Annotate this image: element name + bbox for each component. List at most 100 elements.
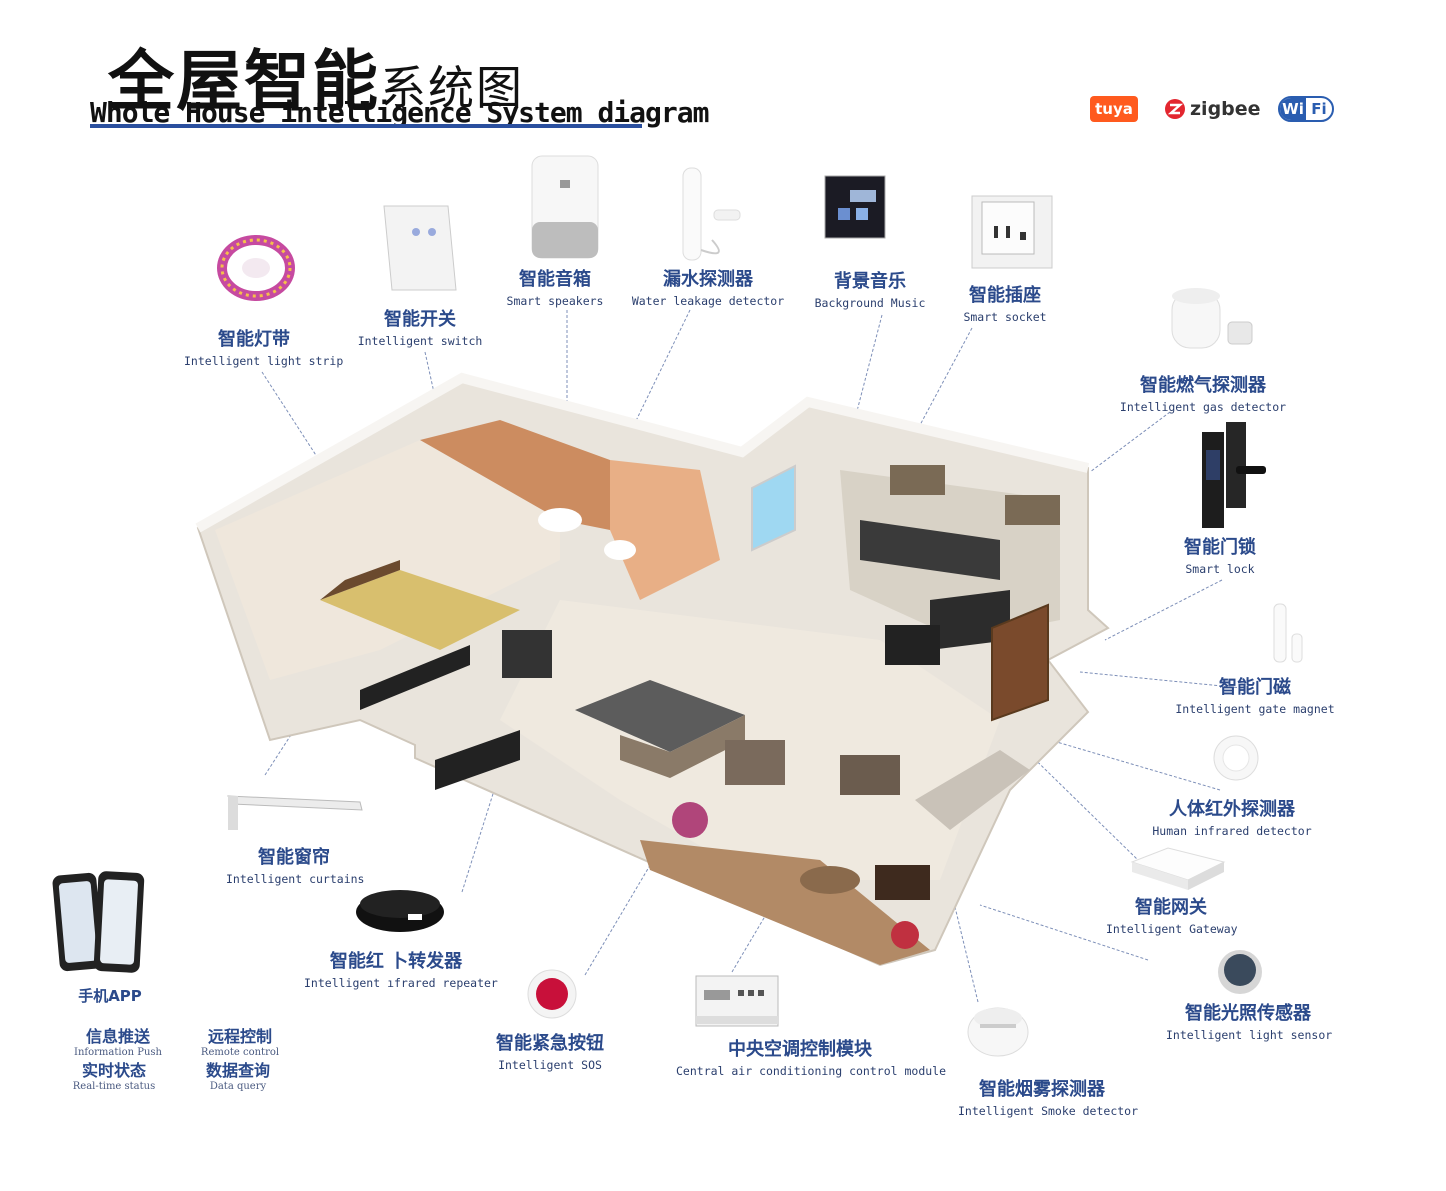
gateway-label-cn: 智能网关 bbox=[1135, 897, 1207, 918]
app-feature-remote-en: Remote control bbox=[200, 1047, 280, 1058]
pir-sensor-icon bbox=[1213, 735, 1259, 781]
door-sensor-icon bbox=[1273, 603, 1303, 663]
app-feature-status-cn: 实时状态 bbox=[81, 1061, 146, 1080]
leak-sensor-icon bbox=[682, 167, 741, 261]
gas-detector-icon bbox=[1171, 288, 1253, 349]
leader-line-gas bbox=[1089, 411, 1171, 473]
gateway-label-en: Intelligent Gateway bbox=[1106, 922, 1238, 936]
app-feature-push-cn: 信息推送 bbox=[85, 1027, 150, 1046]
leader-line-lock bbox=[1104, 579, 1223, 641]
smoke-label-en: Intelligent Smoke detector bbox=[958, 1104, 1139, 1118]
label-socket: 智能插座 Smart socket bbox=[950, 284, 1060, 326]
label-magnet: 智能门磁 Intelligent gate magnet bbox=[1170, 676, 1340, 718]
wifi-logo-text-a: Wi bbox=[1280, 98, 1306, 120]
ir-label-cn: 智能红 卜转发器 bbox=[329, 951, 463, 972]
ir-repeater-icon bbox=[356, 890, 444, 932]
socket-label-cn: 智能插座 bbox=[969, 285, 1041, 306]
light-sensor-icon bbox=[1218, 950, 1262, 994]
bedroom-floor bbox=[215, 440, 560, 680]
app-feature-query-en: Data query bbox=[209, 1081, 267, 1092]
page-title-en: Whole House intelligence System diagram bbox=[90, 96, 709, 129]
lock-label-cn: 智能门锁 bbox=[1184, 537, 1256, 558]
smoke-label-cn: 智能烟雾探测器 bbox=[979, 1079, 1105, 1100]
ac-label-en: Central air conditioning control module bbox=[676, 1064, 947, 1078]
title-underline bbox=[90, 124, 642, 128]
leader-line-smoke bbox=[939, 844, 979, 1003]
app-label: 手机APP bbox=[78, 987, 142, 1005]
entrance-door bbox=[991, 603, 1049, 722]
curtain-label-en: Intelligent curtains bbox=[226, 872, 365, 886]
app-feature-push: 信息推送 Information Push bbox=[66, 1028, 170, 1059]
leader-line-socket bbox=[911, 327, 973, 441]
sos-label-cn: 智能紧急按钮 bbox=[496, 1033, 604, 1054]
leader-line-light-sensor bbox=[979, 904, 1149, 961]
app-feature-query-cn: 数据查询 bbox=[205, 1061, 270, 1080]
app-feature-status: 实时状态 Real-time status bbox=[62, 1062, 166, 1093]
label-ir: 智能红 卜转发器 Intelligent ıfrared repeater bbox=[304, 950, 498, 992]
label-app: 手机APP bbox=[60, 984, 160, 1008]
label-ac: 中央空调控制模块 Central air conditioning contro… bbox=[676, 1038, 947, 1080]
curtain-label-cn: 智能窗帘 bbox=[258, 847, 330, 868]
app-feature-query: 数据查询 Data query bbox=[186, 1062, 290, 1093]
wifi-logo: Wi Fi bbox=[1278, 96, 1334, 122]
app-feature-push-en: Information Push bbox=[74, 1047, 162, 1058]
leader-line-pir bbox=[1049, 739, 1221, 791]
label-switch: 智能开关 Intelligent switch bbox=[350, 308, 490, 350]
music-label-en: Background Music bbox=[814, 296, 926, 310]
label-gateway: 智能网关 Intelligent Gateway bbox=[1106, 896, 1238, 938]
switch-label-cn: 智能开关 bbox=[384, 309, 456, 330]
window-grille-2 bbox=[435, 730, 520, 790]
label-curtain: 智能窗帘 Intelligent curtains bbox=[226, 846, 365, 888]
door-lock-icon bbox=[1202, 422, 1266, 528]
pir-label-en: Human infrared detector bbox=[1152, 824, 1312, 838]
light-sensor-label-cn: 智能光照传感器 bbox=[1185, 1003, 1311, 1024]
tuya-logo: tuya bbox=[1090, 96, 1138, 122]
speaker-icon bbox=[531, 155, 599, 259]
label-light-strip: 智能灯带 Intelligent light strip bbox=[184, 328, 344, 370]
ac-label-cn: 中央空调控制模块 bbox=[728, 1039, 872, 1060]
label-lock: 智能门锁 Smart lock bbox=[1170, 536, 1270, 578]
label-pir: 人体红外探测器 Human infrared detector bbox=[1150, 798, 1314, 840]
lock-label-en: Smart lock bbox=[1185, 562, 1255, 576]
ac-module-icon bbox=[695, 975, 779, 1027]
music-panel-icon bbox=[824, 175, 886, 239]
smoke-detector-icon bbox=[967, 1007, 1029, 1057]
music-label-cn: 背景音乐 bbox=[834, 271, 906, 292]
switch-label-en: Intelligent switch bbox=[357, 334, 483, 348]
wall-switch-icon bbox=[383, 205, 457, 291]
sofa bbox=[915, 750, 1030, 830]
light-strip-icon bbox=[217, 235, 295, 301]
label-light-sensor: 智能光照传感器 Intelligent light sensor bbox=[1166, 1002, 1333, 1044]
zigbee-logo-text: zigbee bbox=[1190, 98, 1261, 120]
floor-plan bbox=[195, 372, 1110, 967]
leak-label-cn: 漏水探测器 bbox=[663, 269, 753, 290]
leader-line-magnet bbox=[1079, 671, 1243, 689]
socket-label-en: Smart socket bbox=[963, 310, 1047, 324]
magnet-label-cn: 智能门磁 bbox=[1219, 677, 1291, 698]
leak-label-en: Water leakage detector bbox=[631, 294, 785, 308]
app-feature-remote: 远程控制 Remote control bbox=[188, 1028, 292, 1059]
label-music: 背景音乐 Background Music bbox=[804, 270, 936, 312]
bathroom-2 bbox=[610, 460, 720, 600]
label-leak: 漏水探测器 Water leakage detector bbox=[630, 268, 786, 310]
ir-label-en: Intelligent ıfrared repeater bbox=[304, 976, 498, 990]
light-sensor-label-en: Intelligent light sensor bbox=[1166, 1028, 1333, 1042]
title-cn-sub: 系统图 bbox=[380, 61, 524, 115]
wifi-logo-text-b: Fi bbox=[1311, 100, 1327, 118]
gas-label-en: Intelligent gas detector bbox=[1119, 400, 1287, 414]
label-sos: 智能紧急按钮 Intelligent SOS bbox=[490, 1032, 610, 1074]
label-speaker: 智能音箱 Smart speakers bbox=[490, 268, 620, 310]
app-feature-status-en: Real-time status bbox=[72, 1081, 156, 1092]
page-title-cn: 全屋智能系统图 bbox=[108, 28, 524, 124]
light-strip-label-en: Intelligent light strip bbox=[184, 354, 344, 368]
bathroom-1 bbox=[420, 420, 610, 530]
window-grille-1 bbox=[360, 645, 470, 710]
balcony-floor bbox=[640, 840, 930, 965]
curtain-rail-icon bbox=[227, 795, 363, 830]
gateway-icon bbox=[1130, 847, 1226, 890]
label-gas: 智能燃气探测器 Intelligent gas detector bbox=[1116, 374, 1290, 416]
zigbee-icon bbox=[1165, 99, 1185, 119]
speaker-label-en: Smart speakers bbox=[506, 294, 604, 308]
title-cn-main: 全屋智能 bbox=[108, 43, 380, 120]
